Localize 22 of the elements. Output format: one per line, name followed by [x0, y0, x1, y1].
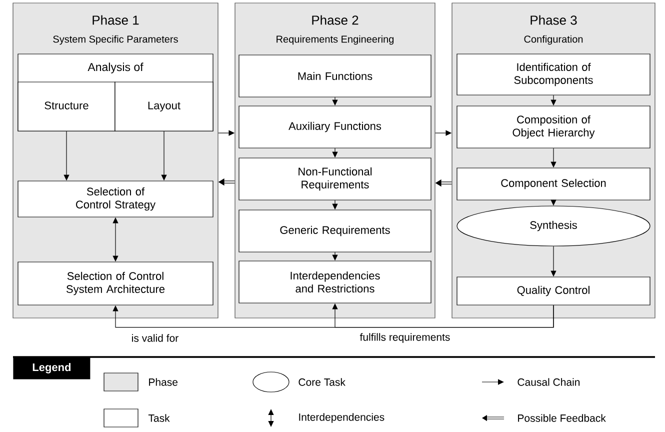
task-box: Composition of Object Hierarchy [456, 106, 650, 148]
edge-label: is valid for [132, 334, 178, 342]
task-box: Structure [18, 82, 116, 132]
task-box: Selection of Control Strategy [18, 180, 214, 218]
legend-text: Causal Chain [518, 378, 580, 386]
legend-heading: Legend [13, 357, 90, 380]
task-box: Component Selection [456, 168, 650, 200]
legend-text: Interdependencies [299, 413, 384, 423]
legend-text: Task [148, 414, 170, 422]
legend-text: Core Task [298, 378, 346, 386]
legend-text: Possible Feedback [518, 414, 606, 422]
edge-label: fulfills requirements [360, 333, 450, 343]
task-box: Main Functions [238, 54, 432, 98]
task-box: Identification of Subcomponents [456, 54, 650, 96]
task-box: Generic Requirements [238, 210, 432, 252]
task-box: Selection of Control System Architecture [18, 262, 214, 306]
task-box: Non-Functional Requirements [238, 158, 432, 200]
task-box: Interdependencies and Restrictions [238, 260, 432, 304]
task-box: Quality Control [456, 276, 650, 306]
legend-text: Phase [149, 378, 178, 386]
task-box: Auxiliary Functions [238, 106, 432, 148]
task-box: Layout [114, 82, 214, 132]
